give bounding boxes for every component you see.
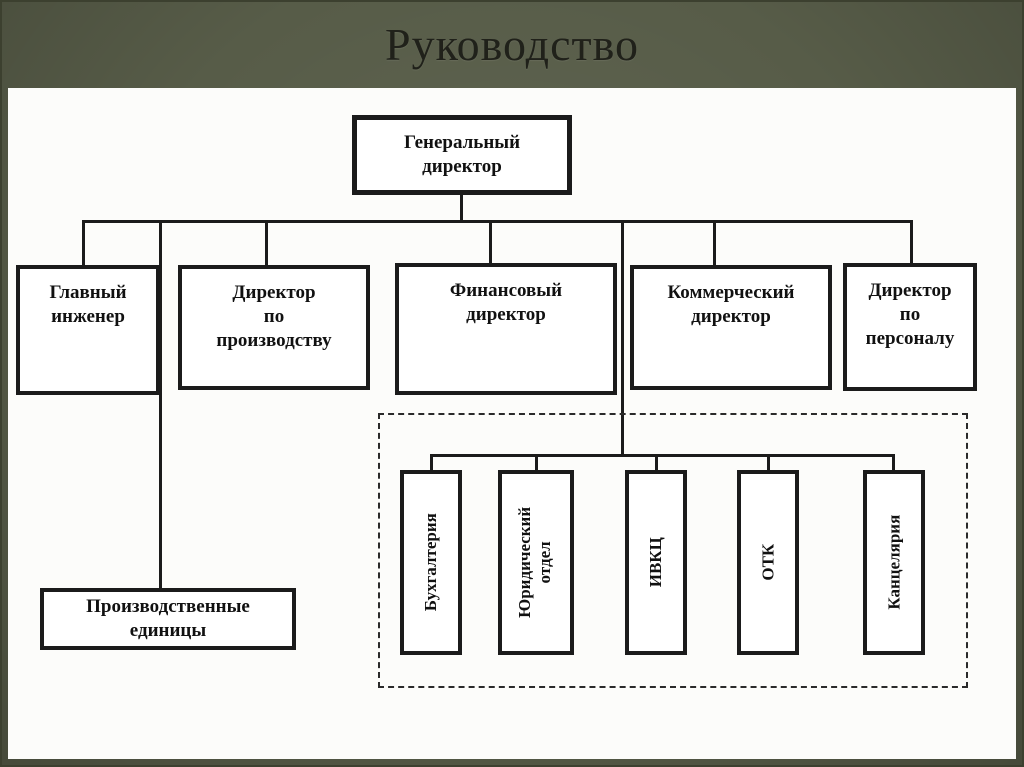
node-commercial-director: Коммерческий директор bbox=[630, 265, 832, 390]
org-chart-canvas: Генеральный директор Главный инженер Дир… bbox=[8, 88, 1016, 759]
node-otk: ОТК bbox=[737, 470, 799, 655]
node-chief-engineer: Главный инженер bbox=[16, 265, 160, 395]
connector-drop-hr-director bbox=[910, 220, 913, 263]
node-label: Коммерческий директор bbox=[667, 282, 795, 327]
connector-root-drop bbox=[460, 195, 463, 222]
node-label: Главный инженер bbox=[49, 282, 127, 327]
connector-drop-legal bbox=[535, 454, 538, 470]
connector-drop-accounting bbox=[430, 454, 433, 470]
node-financial-director: Финансовый директор bbox=[395, 263, 617, 395]
connector-top-horizontal bbox=[82, 220, 913, 223]
node-label: Директор по персоналу bbox=[865, 280, 955, 349]
node-label: Директор по производству bbox=[216, 282, 332, 351]
node-label: Юридический отдел bbox=[515, 506, 555, 619]
connector-drop-production-units bbox=[159, 220, 162, 588]
node-label: Производственные единицы bbox=[86, 596, 250, 641]
connector-drop-production-director bbox=[265, 220, 268, 265]
node-legal-department: Юридический отдел bbox=[498, 470, 574, 655]
node-label: Бухгалтерия bbox=[420, 513, 440, 612]
node-chancellery: Канцелярия bbox=[863, 470, 925, 655]
node-label: ОТК bbox=[757, 544, 777, 581]
slide-title: Руководство bbox=[384, 19, 639, 70]
node-general-director: Генеральный директор bbox=[352, 115, 572, 195]
node-accounting: Бухгалтерия bbox=[400, 470, 462, 655]
connector-drop-chief-engineer bbox=[82, 220, 85, 265]
connector-drop-commercial-director bbox=[713, 220, 716, 265]
connector-drop-otk bbox=[767, 454, 770, 470]
node-label: Финансовый директор bbox=[449, 280, 563, 325]
connector-drop-departments-group bbox=[621, 220, 624, 457]
node-production-units: Производственные единицы bbox=[40, 588, 296, 650]
node-label: Генеральный директор bbox=[403, 132, 521, 177]
connector-drop-financial-director bbox=[489, 220, 492, 263]
node-production-director: Директор по производству bbox=[178, 265, 370, 390]
connector-departments-horizontal bbox=[430, 454, 895, 457]
departments-group-frame bbox=[378, 413, 968, 688]
node-label: ИВКЦ bbox=[645, 537, 665, 588]
node-ivkc: ИВКЦ bbox=[625, 470, 687, 655]
connector-drop-ivkc bbox=[655, 454, 658, 470]
connector-drop-chancellery bbox=[892, 454, 895, 470]
node-label: Канцелярия bbox=[883, 515, 903, 610]
node-hr-director: Директор по персоналу bbox=[843, 263, 977, 391]
